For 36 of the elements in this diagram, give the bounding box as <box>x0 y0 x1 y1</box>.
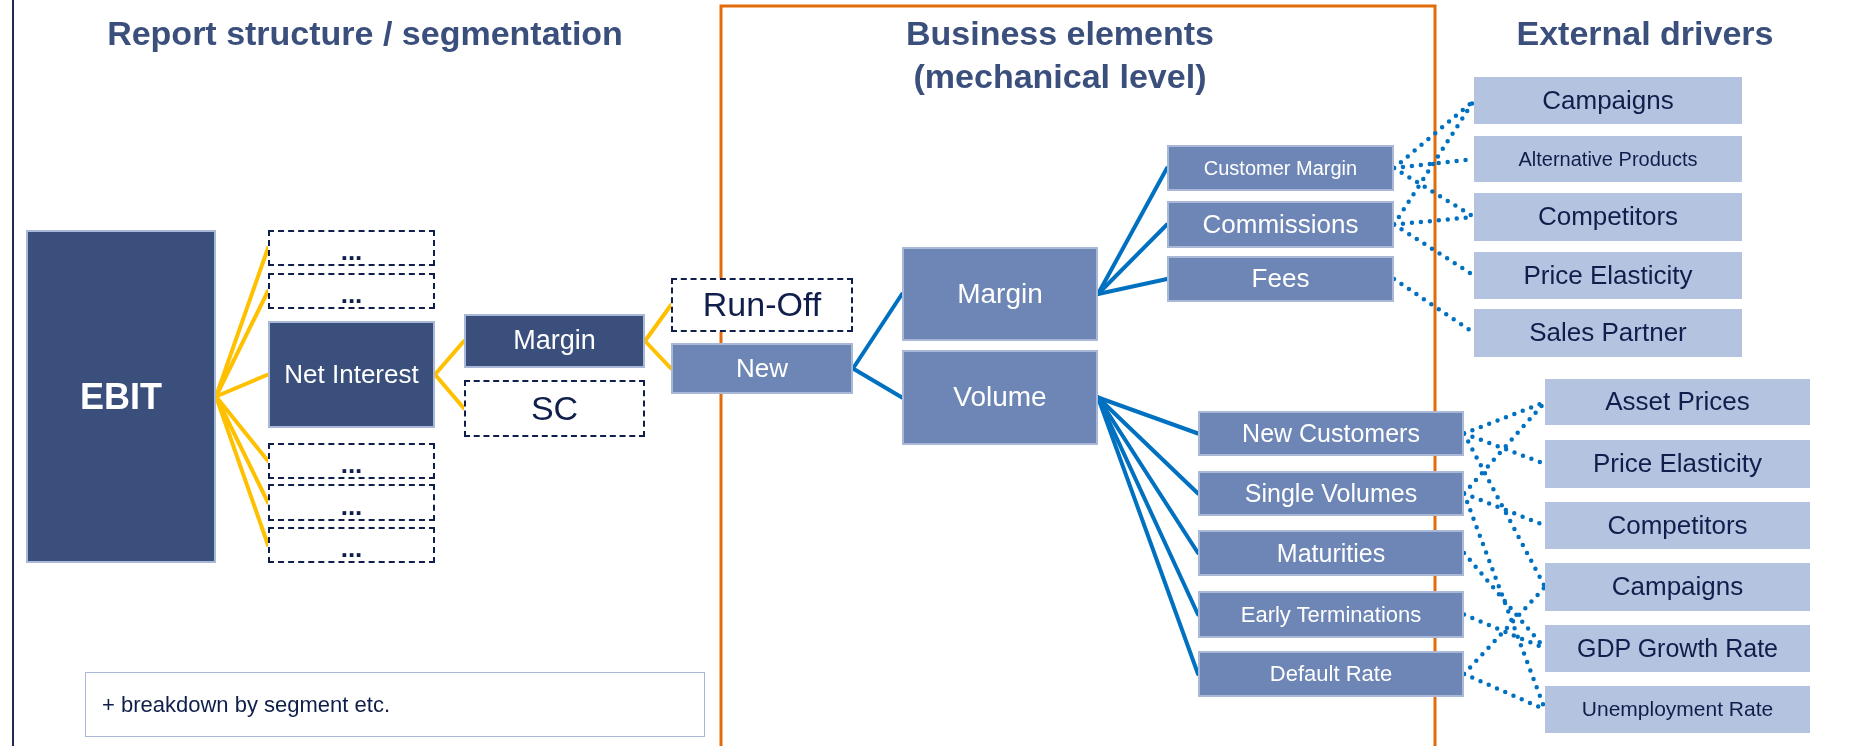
process-box: Customer Margin <box>1167 145 1394 191</box>
placeholder-box: SC <box>464 380 645 437</box>
driver-box: Unemployment Rate <box>1545 686 1810 733</box>
process-box: Net Interest <box>268 321 435 428</box>
process-box: Margin <box>902 247 1098 341</box>
process-box: Maturities <box>1198 530 1464 576</box>
driver-box: Asset Prices <box>1545 379 1810 425</box>
process-box: Default Rate <box>1198 651 1464 697</box>
process-box: Volume <box>902 350 1098 445</box>
driver-box: Alternative Products <box>1474 136 1742 182</box>
column-heading: Report structure / segmentation <box>106 13 624 54</box>
column-heading: External drivers <box>1515 13 1775 54</box>
placeholder-box: Run-Off <box>671 278 853 332</box>
driver-box: Sales Partner <box>1474 309 1742 357</box>
driver-box: Campaigns <box>1474 77 1742 124</box>
process-box: Margin <box>464 314 645 368</box>
process-box: Single Volumes <box>1198 471 1464 516</box>
driver-box: Competitors <box>1474 193 1742 241</box>
process-box: New Customers <box>1198 411 1464 456</box>
placeholder-box: ... <box>268 443 435 479</box>
note-box: + breakdown by segment etc. <box>85 672 705 737</box>
process-box: EBIT <box>26 230 216 563</box>
placeholder-box: ... <box>268 527 435 563</box>
driver-box: Campaigns <box>1545 563 1810 611</box>
placeholder-box: ... <box>268 230 435 266</box>
placeholder-box: ... <box>268 484 435 521</box>
column-heading: Business elements (mechanical level) <box>905 13 1215 97</box>
driver-box: Competitors <box>1545 502 1810 549</box>
process-box: Commissions <box>1167 201 1394 248</box>
process-box: Early Terminations <box>1198 591 1464 638</box>
driver-box: GDP Growth Rate <box>1545 625 1810 672</box>
driver-box: Price Elasticity <box>1545 440 1810 488</box>
process-box: Fees <box>1167 256 1394 302</box>
driver-box: Price Elasticity <box>1474 252 1742 299</box>
placeholder-box: ... <box>268 273 435 309</box>
process-box: New <box>671 343 853 394</box>
